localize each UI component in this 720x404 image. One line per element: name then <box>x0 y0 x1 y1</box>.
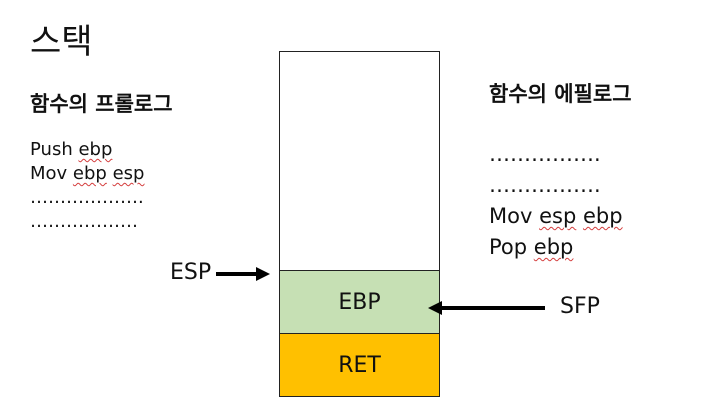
register-token: esp <box>539 204 577 228</box>
code-text: Push <box>30 139 79 160</box>
sfp-arrow <box>428 301 545 315</box>
code-text: ……………… <box>30 211 138 232</box>
epilogue-code: ……………. ……………. Mov esp ebp Pop ebp <box>489 139 623 263</box>
prologue-line: Mov ebp esp <box>30 162 144 186</box>
register-token: ebp <box>78 139 113 160</box>
register-token: ebp <box>72 163 107 184</box>
esp-arrow <box>216 267 270 281</box>
register-token: ebp <box>582 204 623 228</box>
stack-cell-ret: RET <box>280 334 439 396</box>
diagram-title: 스택 <box>30 22 93 62</box>
code-text: ………………. <box>30 187 144 208</box>
register-token: esp <box>112 163 145 184</box>
prologue-code: Push ebp Mov ebp esp ………………. ……………… <box>30 138 144 234</box>
epilogue-line: ……………. <box>489 139 623 170</box>
prologue-line: ……………… <box>30 210 144 234</box>
prologue-line: Push ebp <box>30 138 144 162</box>
stack-cell-ebp: EBP <box>280 270 439 334</box>
code-text: Mov <box>30 163 73 184</box>
code-text: ……………. <box>489 173 601 197</box>
register-token: ebp <box>533 235 574 259</box>
prologue-heading: 함수의 프롤로그 <box>30 92 173 116</box>
epilogue-heading: 함수의 에필로그 <box>489 82 632 106</box>
epilogue-line: ……………. <box>489 170 623 201</box>
code-text: Mov <box>489 204 540 228</box>
sfp-label: SFP <box>560 294 600 319</box>
stack-frame: EBP RET <box>279 51 440 397</box>
epilogue-line: Pop ebp <box>489 232 623 263</box>
prologue-line: ………………. <box>30 186 144 210</box>
epilogue-line: Mov esp ebp <box>489 201 623 232</box>
esp-label: ESP <box>170 260 212 285</box>
code-text: ……………. <box>489 142 601 166</box>
code-text: Pop <box>489 235 534 259</box>
